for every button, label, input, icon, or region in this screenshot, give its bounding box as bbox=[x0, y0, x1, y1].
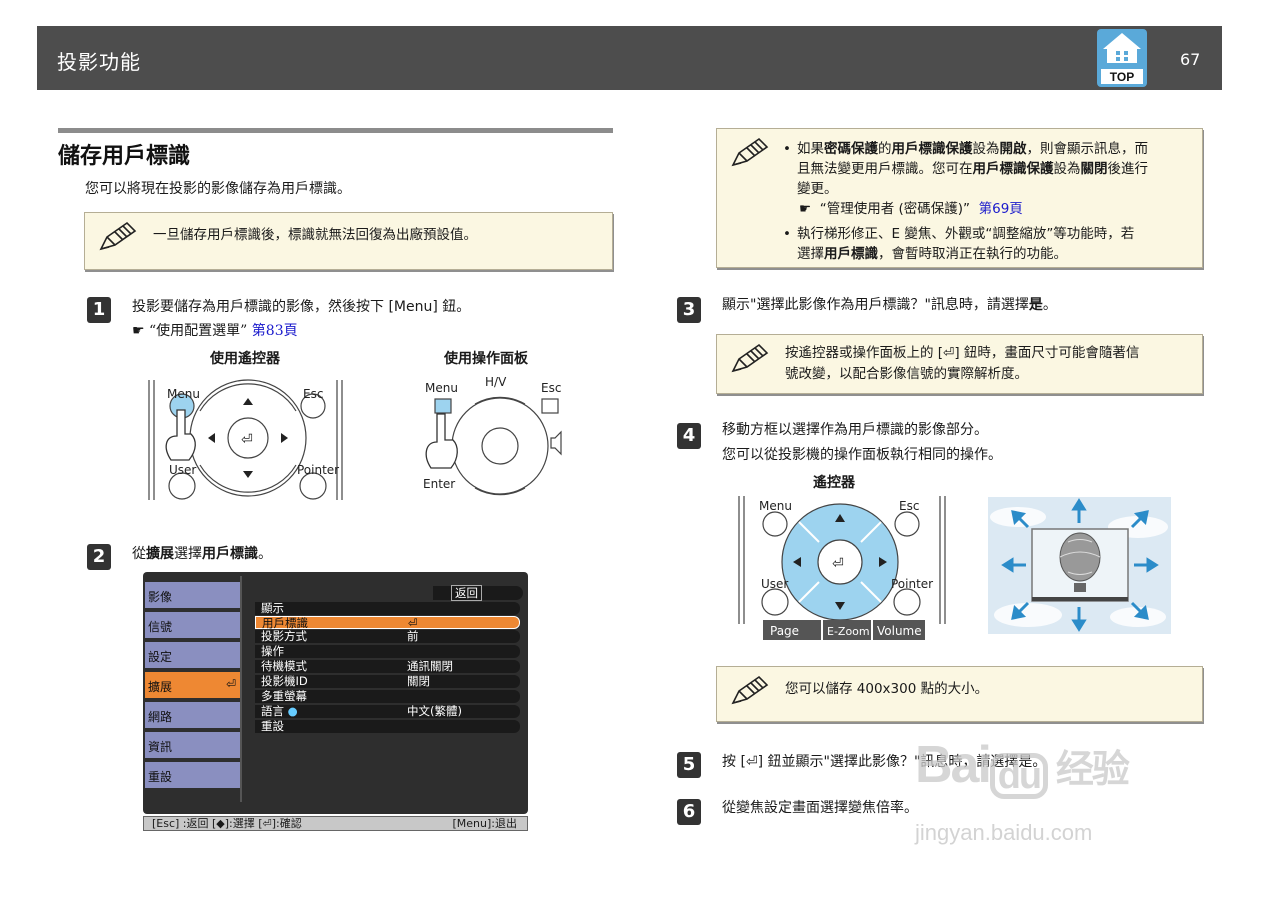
enter-icon: ⏎ bbox=[225, 677, 236, 691]
panel-enter-label: Enter bbox=[423, 477, 455, 491]
ref-hand-icon: ☛ bbox=[132, 323, 145, 339]
page-number: 67 bbox=[1180, 50, 1201, 69]
menu-item-projection[interactable]: 投影方式前 bbox=[255, 630, 520, 643]
remote-user-label: User bbox=[169, 463, 196, 477]
menu-back-button[interactable]: 返回 bbox=[433, 585, 523, 601]
menu-tab-signal[interactable]: 信號 bbox=[145, 612, 240, 638]
menu-footer-bar: [Esc] :返回 [◆]:選擇 [⏎]:確認 [Menu]:退出 bbox=[143, 816, 528, 831]
section-rule bbox=[58, 128, 613, 133]
step-1-text: 投影要儲存為用戶標識的影像，然後按下 [Menu] 鈕。 bbox=[132, 299, 471, 315]
remote-user-label: User bbox=[761, 577, 788, 591]
menu-item-user-logo[interactable]: 用戶標識⏎ bbox=[255, 616, 520, 630]
step-4-line-1: 移動方框以選擇作為用戶標識的影像部分。 bbox=[722, 422, 988, 438]
ref-text: “使用配置選單” bbox=[149, 323, 248, 339]
pencil-note-icon bbox=[99, 221, 137, 251]
menu-tab-extended[interactable]: 擴展⏎ bbox=[145, 672, 240, 698]
step-6-badge: 6 bbox=[677, 799, 701, 825]
panel-hv-label: H/V bbox=[485, 375, 507, 389]
ref-page-link[interactable]: 第83頁 bbox=[251, 323, 298, 339]
globe-icon: ● bbox=[287, 704, 298, 718]
step-6-text: 從變焦設定畫面選擇變焦倍率。 bbox=[722, 800, 918, 816]
step-1-ref: ☛ “使用配置選單” 第83頁 bbox=[132, 320, 298, 340]
menu-divider bbox=[240, 576, 242, 802]
menu-tab-image[interactable]: 影像 bbox=[145, 582, 240, 608]
note-box-1: 一旦儲存用戶標識後，標識就無法回復為出廠預設值。 bbox=[84, 212, 613, 270]
menu-item-language[interactable]: 語言 ●中文(繁體) bbox=[255, 705, 520, 718]
baidu-watermark-url: jingyan.baidu.com bbox=[915, 820, 1093, 845]
section-intro: 您可以將現在投影的影像儲存為用戶標識。 bbox=[85, 181, 351, 197]
note-2-bullet-1: 如果密碼保護的用戶標識保護設為開啟，則會顯示訊息，而 且無法變更用戶標識。您可在… bbox=[783, 139, 1195, 219]
step-5-text: 按 [⏎] 鈕並顯示"選擇此影像？"訊息時，請選擇是。 bbox=[722, 754, 1047, 770]
ezoom-key-label: E-Zoom bbox=[827, 625, 870, 638]
menu-item-display[interactable]: 顯示 bbox=[255, 602, 520, 615]
pencil-note-icon bbox=[731, 343, 769, 373]
top-home-icon[interactable]: TOP bbox=[1097, 29, 1147, 87]
panel-menu-label: Menu bbox=[425, 381, 458, 395]
note-4-text: 您可以儲存 400x300 點的大小。 bbox=[785, 681, 989, 697]
page-header: 投影功能 TOP 67 bbox=[37, 26, 1222, 90]
page-key-label: Page bbox=[770, 624, 799, 638]
step-3-text: 顯示"選擇此影像作為用戶標識？"訊息時，請選擇是。 bbox=[722, 297, 1057, 313]
projected-image-preview bbox=[988, 497, 1171, 634]
ref-hand-icon: ☛ bbox=[799, 201, 812, 217]
remote-control-illustration: Menu Esc User Pointer ⏎ bbox=[148, 379, 343, 500]
panel-esc-label: Esc bbox=[541, 381, 561, 395]
pencil-note-icon bbox=[731, 675, 769, 705]
menu-tab-info[interactable]: 資訊 bbox=[145, 732, 240, 758]
note-2-bullet-2: 執行梯形修正、E 變焦、外觀或“調整縮放”等功能時，若 選擇用戶標識，會暫時取消… bbox=[783, 224, 1195, 264]
remote-esc-label: Esc bbox=[899, 499, 919, 513]
step-1-badge: 1 bbox=[87, 297, 111, 323]
caption-remote: 使用遙控器 bbox=[210, 351, 280, 367]
menu-item-standby[interactable]: 待機模式通訊關閉 bbox=[255, 660, 520, 673]
remote-pointer-label: Pointer bbox=[891, 577, 933, 591]
config-menu-screen: 影像 信號 設定 擴展⏎ 網路 資訊 重設 返回 顯示 用戶標識⏎ 投影方式前 … bbox=[143, 572, 528, 814]
section-title: 儲存用戶標識 bbox=[58, 144, 191, 169]
remote-esc-label: Esc bbox=[303, 387, 323, 401]
ref-text: “管理使用者 (密碼保護)” bbox=[819, 201, 971, 217]
menu-tab-network[interactable]: 網路 bbox=[145, 702, 240, 728]
note-box-3: 按遙控器或操作面板上的 [⏎] 鈕時，畫面尺寸可能會隨著信號改變，以配合影像信號… bbox=[716, 334, 1203, 394]
step-2-badge: 2 bbox=[87, 544, 111, 570]
step-4-line-2: 您可以從投影機的操作面板執行相同的操作。 bbox=[722, 447, 1002, 463]
step-2-text: 從擴展選擇用戶標識。 bbox=[132, 546, 272, 562]
menu-item-reset[interactable]: 重設 bbox=[255, 720, 520, 733]
menu-tab-reset[interactable]: 重設 bbox=[145, 762, 240, 788]
step-4-badge: 4 bbox=[677, 423, 701, 449]
top-label: TOP bbox=[1110, 70, 1134, 84]
pencil-note-icon bbox=[731, 137, 769, 167]
remote-menu-label: Menu bbox=[167, 387, 200, 401]
step-3-badge: 3 bbox=[677, 297, 701, 323]
balloon-selection-illustration bbox=[990, 498, 1168, 632]
menu-item-operation[interactable]: 操作 bbox=[255, 645, 520, 658]
enter-key-icon: ⏎ bbox=[241, 432, 253, 448]
volume-key-label: Volume bbox=[877, 624, 922, 638]
note-box-4: 您可以儲存 400x300 點的大小。 bbox=[716, 666, 1203, 722]
control-panel-illustration: Menu H/V Esc Enter bbox=[423, 375, 562, 496]
menu-tab-settings[interactable]: 設定 bbox=[145, 642, 240, 668]
caption-remote-2: 遙控器 bbox=[813, 475, 855, 491]
step-5-badge: 5 bbox=[677, 752, 701, 778]
enter-key-icon: ⏎ bbox=[832, 556, 844, 572]
menu-item-multi-screen[interactable]: 多重螢幕 bbox=[255, 690, 520, 703]
caption-panel: 使用操作面板 bbox=[444, 351, 528, 367]
ref-page-link[interactable]: 第69頁 bbox=[978, 201, 1023, 217]
remote-control-arrows-illustration: Page E-Zoom Volume Menu Esc User Pointer… bbox=[738, 496, 946, 640]
remote-menu-label: Menu bbox=[759, 499, 792, 513]
chapter-title: 投影功能 bbox=[57, 50, 141, 74]
remote-pointer-label: Pointer bbox=[297, 463, 339, 477]
note-1-text: 一旦儲存用戶標識後，標識就無法回復為出廠預設值。 bbox=[153, 227, 477, 243]
note-box-2: 如果密碼保護的用戶標識保護設為開啟，則會顯示訊息，而 且無法變更用戶標識。您可在… bbox=[716, 128, 1203, 268]
enter-icon: ⏎ bbox=[408, 616, 418, 630]
note-3-text: 按遙控器或操作面板上的 [⏎] 鈕時，畫面尺寸可能會隨著信號改變，以配合影像信號… bbox=[785, 345, 1140, 382]
